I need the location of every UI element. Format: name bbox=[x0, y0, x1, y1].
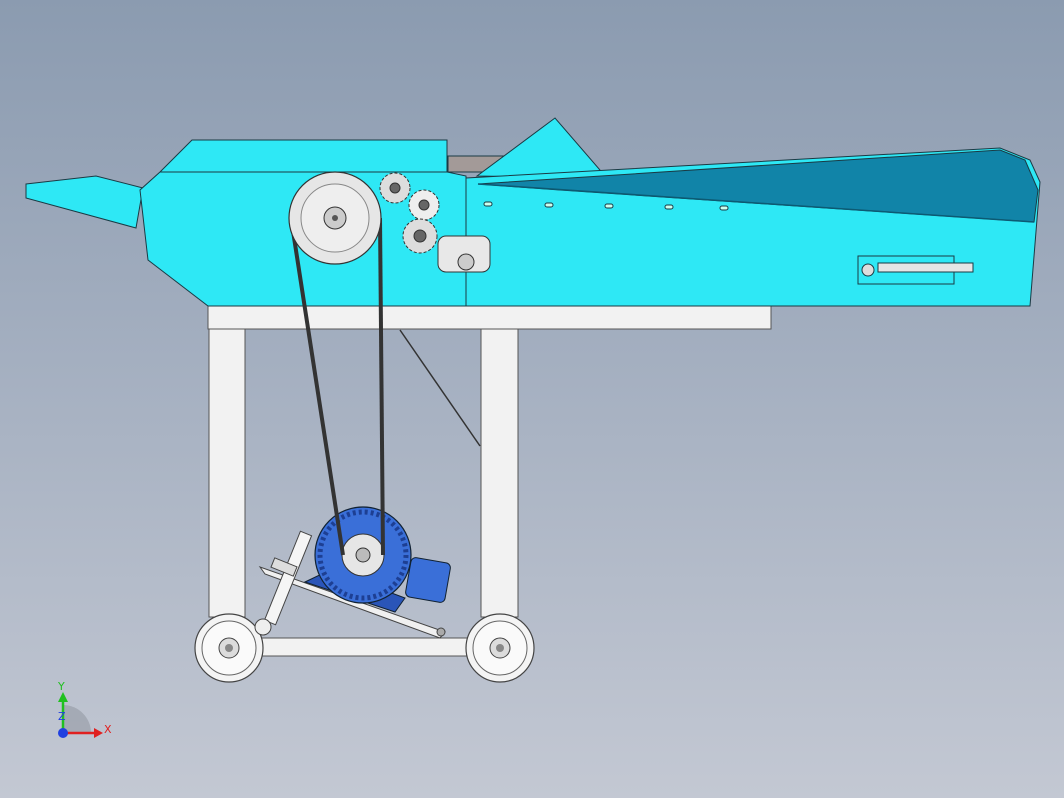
axis-z-label: Z bbox=[58, 710, 66, 723]
gear-train bbox=[379, 172, 491, 273]
cutter-body bbox=[25, 117, 1041, 307]
main-pulley bbox=[288, 171, 382, 265]
axis-y-label: Y bbox=[57, 680, 65, 693]
frame-left-leg bbox=[208, 328, 246, 618]
tension-nut bbox=[270, 557, 298, 577]
outlet-chute bbox=[25, 175, 144, 229]
tension-rod bbox=[263, 530, 313, 626]
wheel-right bbox=[465, 613, 535, 683]
frame-top-beam bbox=[207, 305, 772, 330]
motor-terminal-box bbox=[405, 557, 451, 603]
drive-belts bbox=[289, 217, 385, 556]
frame-bottom-beam bbox=[231, 637, 503, 657]
wheel-left bbox=[194, 613, 264, 683]
motor-tension-assembly bbox=[254, 530, 446, 639]
motor-base-plate bbox=[258, 566, 446, 639]
frame-right-leg bbox=[480, 328, 519, 618]
support-frame bbox=[207, 305, 772, 657]
feed-flap bbox=[475, 117, 601, 179]
frame-diagonal-brace bbox=[399, 329, 481, 447]
axis-x-label: X bbox=[104, 723, 112, 736]
coordinate-triad: Y X Z bbox=[57, 680, 112, 738]
